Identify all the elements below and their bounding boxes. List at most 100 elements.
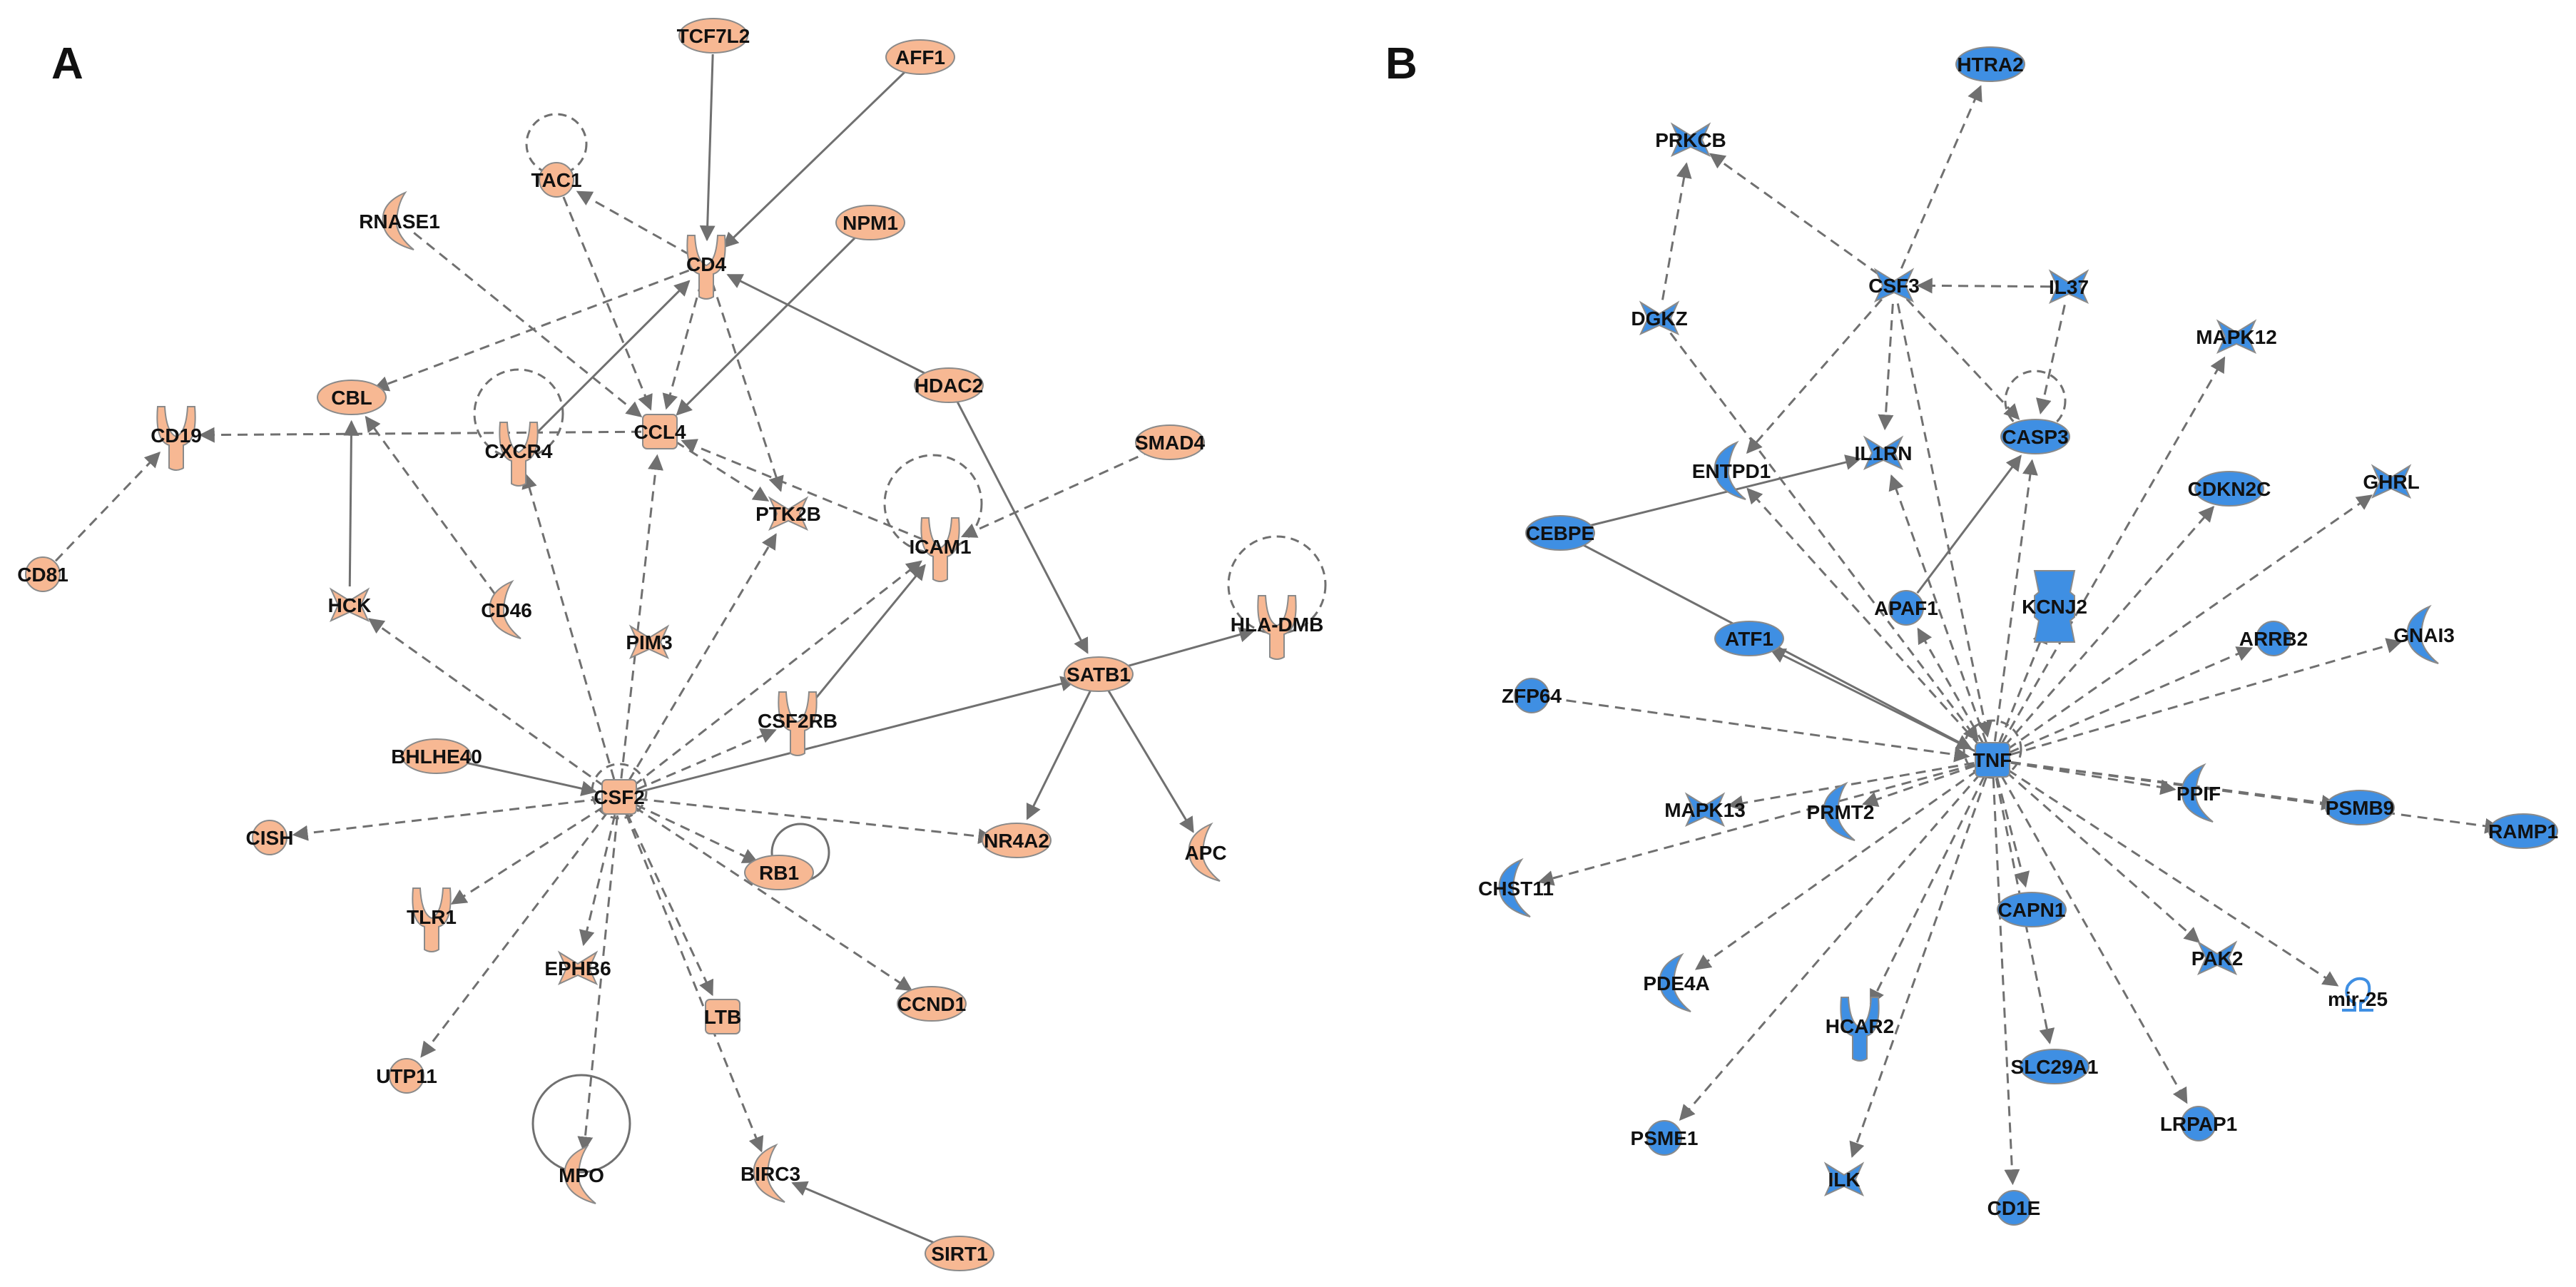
node-LRPAP1[interactable]: LRPAP1 [2160, 1106, 2237, 1141]
crescent-node-icon [382, 190, 414, 250]
node-PSMB9[interactable]: PSMB9 [2325, 790, 2395, 825]
node-label: PSME1 [1631, 1127, 1699, 1149]
node-PIM3[interactable]: PIM3 [626, 624, 673, 660]
oval-node-icon [678, 18, 748, 54]
node-CAPN1[interactable]: CAPN1 [1997, 892, 2067, 927]
edge-BHLHE40-to-CSF2 [454, 759, 597, 797]
node-APC[interactable]: APC [1184, 822, 1227, 882]
node-CD4[interactable]: CD4 [686, 235, 726, 300]
node-HCK[interactable]: HCK [328, 587, 372, 623]
node-RAMP1[interactable]: RAMP1 [2488, 813, 2558, 849]
node-HTRA2[interactable]: HTRA2 [1955, 46, 2025, 82]
node-TAC1[interactable]: TAC1 [531, 162, 582, 198]
node-ZFP64[interactable]: ZFP64 [1502, 678, 1562, 713]
edge-TNF-to-CASP3 [1993, 459, 2038, 742]
edge-TNF-to-PSMB9 [2010, 760, 2338, 810]
edge-TNF-to-RAMP1 [2010, 760, 2501, 834]
node-NR4A2[interactable]: NR4A2 [982, 823, 1052, 858]
node-label: GHRL [2363, 471, 2419, 493]
node-CCND1[interactable]: CCND1 [897, 986, 967, 1022]
node-RNASE1[interactable]: RNASE1 [359, 190, 440, 250]
circle-node-icon [1646, 1120, 1682, 1156]
node-CSF3[interactable]: CSF3 [1868, 268, 1920, 303]
node-label: TAC1 [531, 169, 581, 191]
node-NPM1[interactable]: NPM1 [835, 205, 905, 240]
node-SATB1[interactable]: SATB1 [1064, 656, 1134, 692]
node-TCF7L2[interactable]: TCF7L2 [677, 18, 750, 54]
oval-node-icon [925, 1236, 994, 1271]
edge-CD4-to-CBL [372, 269, 690, 392]
edge-SIRT1-to-BIRC3 [791, 1181, 943, 1248]
node-SIRT1[interactable]: SIRT1 [925, 1236, 994, 1271]
oval-node-icon [402, 738, 472, 774]
node-MAPK12[interactable]: MAPK12 [2196, 319, 2277, 355]
node-HLA-DMB[interactable]: HLA-DMB [1231, 595, 1324, 660]
node-BIRC3[interactable]: BIRC3 [740, 1143, 800, 1203]
node-GNAI3[interactable]: GNAI3 [2393, 604, 2455, 664]
node-AFF1[interactable]: AFF1 [885, 39, 955, 75]
node-TNF[interactable]: TNF [1973, 742, 2012, 778]
node-CISH[interactable]: CISH [246, 820, 294, 855]
node-BHLHE40[interactable]: BHLHE40 [391, 738, 482, 774]
node-CD46[interactable]: CD46 [481, 579, 532, 639]
node-CD19[interactable]: CD19 [151, 406, 202, 471]
node-CHST11[interactable]: CHST11 [1478, 858, 1554, 917]
node-IL37[interactable]: IL37 [2048, 269, 2089, 305]
node-PTK2B[interactable]: PTK2B [755, 496, 821, 531]
node-PDE4A[interactable]: PDE4A [1643, 952, 1710, 1012]
node-CDKN2C[interactable]: CDKN2C [2188, 471, 2271, 507]
node-ATF1[interactable]: ATF1 [1714, 621, 1784, 656]
edge-TNF-to-CHST11 [1537, 763, 1975, 886]
node-GHRL[interactable]: GHRL [2363, 464, 2420, 499]
node-HDAC2[interactable]: HDAC2 [914, 367, 984, 403]
node-CD1E[interactable]: CD1E [1987, 1190, 2041, 1226]
edge-TCF7L2-to-CD4 [699, 54, 716, 242]
circle-node-icon [252, 820, 287, 855]
node-CEBPE[interactable]: CEBPE [1525, 515, 1595, 551]
node-SLC29A1[interactable]: SLC29A1 [2011, 1049, 2099, 1084]
node-PAK2[interactable]: PAK2 [2191, 940, 2244, 976]
node-UTP11[interactable]: UTP11 [376, 1058, 437, 1094]
edge-TNF-to-CD1E [1992, 778, 2020, 1186]
node-LTB[interactable]: LTB [704, 999, 741, 1034]
node-IL1RN[interactable]: IL1RN [1855, 435, 1913, 471]
node-ENTPD1[interactable]: ENTPD1 [1692, 440, 1771, 500]
node-mir-25[interactable]: mir-25 [2328, 977, 2388, 1012]
node-DGKZ[interactable]: DGKZ [1631, 300, 1688, 336]
node-PRMT2[interactable]: PRMT2 [1807, 781, 1875, 841]
node-PSME1[interactable]: PSME1 [1631, 1120, 1699, 1156]
node-KCNJ2[interactable]: KCNJ2 [2022, 570, 2087, 643]
node-CASP3[interactable]: CASP3 [2000, 419, 2070, 454]
node-EPHB6[interactable]: EPHB6 [544, 950, 611, 986]
node-MPO[interactable]: MPO [559, 1144, 604, 1204]
edge-TAC1-to-CCL4 [562, 196, 653, 411]
node-label: CHST11 [1478, 878, 1554, 900]
crescent-node-icon [489, 579, 521, 639]
node-TLR1[interactable]: TLR1 [407, 887, 457, 952]
edge-TNF-to-GHRL [2007, 494, 2373, 751]
node-CBL[interactable]: CBL [317, 380, 387, 415]
node-label: LTB [704, 1006, 741, 1028]
node-label: KCNJ2 [2022, 596, 2087, 618]
node-CCL4[interactable]: CCL4 [633, 414, 686, 449]
node-ICAM1[interactable]: ICAM1 [909, 517, 972, 582]
node-RB1[interactable]: RB1 [744, 855, 814, 890]
node-label: CD4 [686, 253, 726, 275]
kinase-node-icon [1823, 1161, 1865, 1197]
node-SMAD4[interactable]: SMAD4 [1135, 424, 1205, 460]
node-APAF1[interactable]: APAF1 [1874, 590, 1938, 626]
node-PPIF[interactable]: PPIF [2177, 763, 2221, 823]
node-CD81[interactable]: CD81 [17, 556, 68, 592]
node-CXCR4[interactable]: CXCR4 [485, 422, 553, 487]
node-CSF2[interactable]: CSF2 [594, 779, 645, 815]
node-MAPK13[interactable]: MAPK13 [1664, 792, 1746, 828]
node-HCAR2[interactable]: HCAR2 [1826, 997, 1894, 1062]
node-ARRB2[interactable]: ARRB2 [2239, 621, 2308, 656]
edge-CSF2-to-EPHB6 [579, 814, 616, 947]
node-label: RB1 [759, 862, 799, 884]
node-ILK[interactable]: ILK [1823, 1161, 1865, 1197]
node-label: HCK [328, 594, 372, 616]
node-CSF2RB[interactable]: CSF2RB [758, 691, 838, 756]
node-PRKCB[interactable]: PRKCB [1655, 122, 1726, 158]
oval-node-icon [2020, 1049, 2089, 1084]
